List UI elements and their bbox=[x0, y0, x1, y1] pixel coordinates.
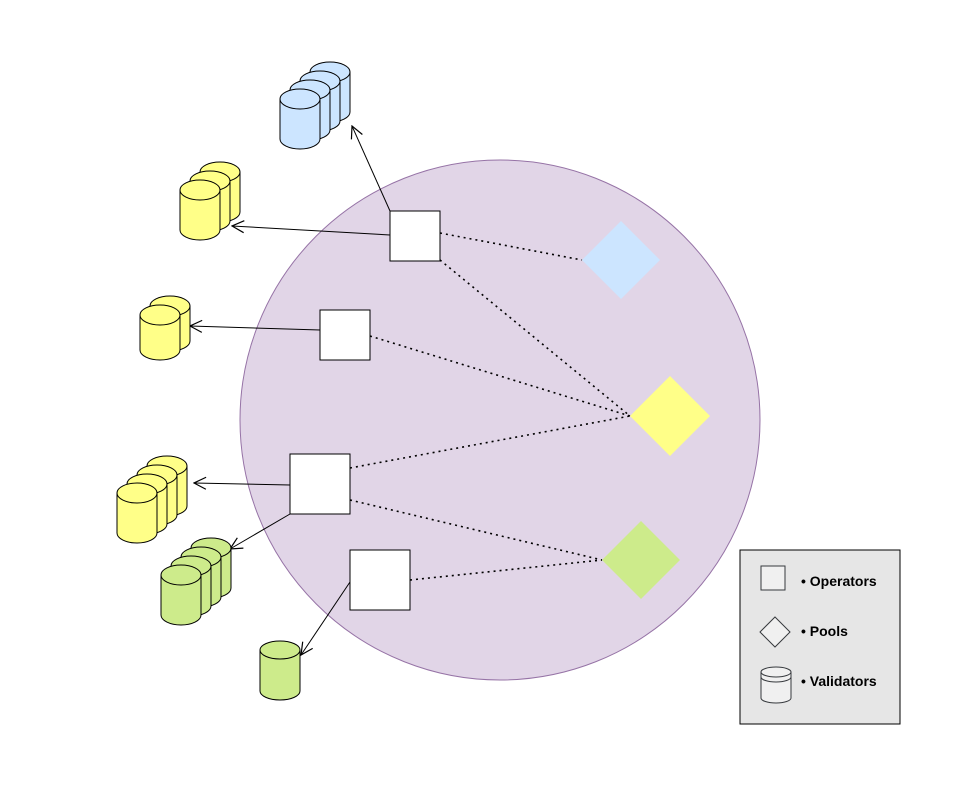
validators-green-group bbox=[160, 537, 232, 626]
legend-label-pools: • Pools bbox=[801, 623, 848, 639]
validator-cylinder bbox=[259, 640, 301, 701]
validators-green-single bbox=[259, 640, 301, 701]
validators-yellow-group-1 bbox=[179, 161, 241, 241]
validators-blue-group bbox=[279, 61, 351, 150]
pool-connections bbox=[349, 232, 631, 581]
validator-arrows bbox=[190, 126, 391, 655]
pool-blue bbox=[582, 221, 660, 299]
operator-4 bbox=[349, 549, 411, 611]
validator-cylinder bbox=[179, 179, 221, 241]
arrow-op1-blue-validators bbox=[352, 126, 391, 212]
connection-op4-green-pool bbox=[409, 559, 603, 581]
operator-2 bbox=[319, 309, 371, 361]
validator-cylinder bbox=[160, 564, 202, 626]
arrow-op2-yellow-validators bbox=[190, 326, 321, 330]
legend-pool-diamond bbox=[759, 616, 791, 648]
connection-op1-yellow-pool bbox=[439, 259, 631, 417]
validator-cylinder bbox=[279, 88, 321, 150]
connection-op1-blue-pool bbox=[439, 232, 583, 261]
legend-label-operators: • Operators bbox=[801, 573, 877, 589]
validator-groups bbox=[116, 61, 351, 701]
validators-yellow-group-2 bbox=[139, 295, 191, 361]
validator-cylinder bbox=[116, 482, 158, 544]
arrow-op4-green-validator bbox=[301, 581, 351, 655]
pool-green bbox=[602, 521, 680, 599]
operator-1 bbox=[389, 210, 441, 262]
legend-label-validators: • Validators bbox=[801, 673, 877, 689]
legend-operator-square bbox=[760, 565, 786, 591]
legend: • Operators • Pools • Validators bbox=[739, 549, 901, 725]
pool-yellow bbox=[630, 376, 710, 456]
arrow-op3-green-validators bbox=[230, 513, 291, 549]
validators-yellow-group-3 bbox=[116, 455, 188, 544]
legend-validator-cylinder-icon bbox=[760, 666, 792, 704]
operator-3 bbox=[289, 453, 351, 515]
connection-op3-green-pool bbox=[349, 499, 603, 561]
arrow-op3-yellow-validators bbox=[194, 483, 291, 485]
validator-cylinder bbox=[139, 304, 181, 361]
arrow-op1-yellow-validators bbox=[232, 226, 391, 236]
